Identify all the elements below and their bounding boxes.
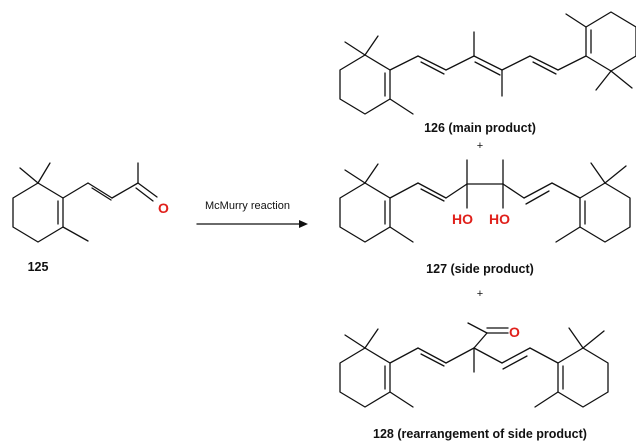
reactant-125-structure <box>12 162 158 243</box>
product-127-label: 127 (side product) <box>426 262 534 276</box>
hydroxyl-left-label: HO <box>452 211 473 227</box>
reaction-condition-label: McMurry reaction <box>205 200 290 212</box>
reactant-oxygen-atom: O <box>158 200 169 216</box>
ketone-oxygen-atom: O <box>509 324 520 340</box>
product-127-structure <box>339 159 631 243</box>
product-128-label: 128 (rearrangement of side product) <box>373 427 587 441</box>
reactant-125-label: 125 <box>27 260 49 274</box>
hydroxyl-right-label: HO <box>489 211 510 227</box>
plus-sign-1: + <box>476 140 484 152</box>
plus-sign-2: + <box>476 288 484 300</box>
product-126-structure <box>339 11 636 115</box>
reaction-arrow <box>196 220 308 228</box>
product-128-structure <box>339 322 609 408</box>
product-126-label: 126 (main product) <box>424 121 536 135</box>
